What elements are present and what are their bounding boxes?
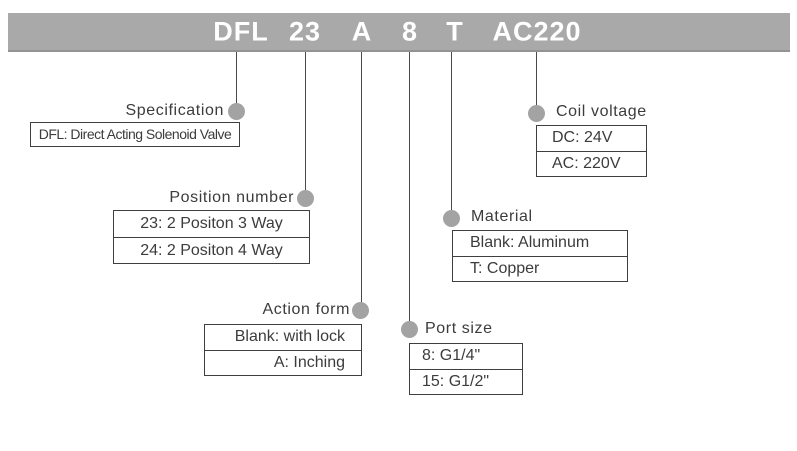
box-material-row: T: Copper xyxy=(453,256,627,281)
box-material: Blank: Aluminum T: Copper xyxy=(452,230,628,282)
box-action-form-row: Blank: with lock xyxy=(234,328,345,345)
connector-line-position-number xyxy=(305,52,306,198)
connector-line-action-form xyxy=(361,52,362,310)
connector-line-coil-voltage xyxy=(536,52,537,113)
label-action-form: Action form xyxy=(262,301,350,318)
code-segment-action: A xyxy=(351,16,373,46)
box-position-number-row: 24: 2 Positon 4 Way xyxy=(114,237,309,263)
box-port-size-row: 8: G1/4" xyxy=(422,347,481,364)
connector-dot-specification xyxy=(228,103,245,120)
box-action-form-row: A: Inching xyxy=(205,350,361,375)
connector-dot-port-size xyxy=(401,321,418,338)
label-coil-voltage: Coil voltage xyxy=(556,103,647,120)
label-port-size: Port size xyxy=(425,320,493,337)
code-segment-position: 23 xyxy=(288,16,322,46)
label-specification: Specification xyxy=(125,102,224,119)
connector-line-port-size xyxy=(409,52,410,329)
code-segment-material: T xyxy=(446,16,464,46)
connector-dot-material xyxy=(443,210,460,227)
box-coil-voltage: DC: 24V AC: 220V xyxy=(536,125,647,177)
box-specification-row: DFL: Direct Acting Solenoid Valve xyxy=(38,126,232,142)
label-material: Material xyxy=(471,208,533,225)
model-code-bar: DFL 23 A 8 T AC220 xyxy=(8,13,790,52)
connector-line-material xyxy=(451,52,452,218)
connector-line-specification xyxy=(236,52,237,111)
box-port-size-row: 15: G1/2" xyxy=(410,369,522,394)
box-position-number-row: 23: 2 Positon 3 Way xyxy=(140,215,283,232)
connector-dot-position-number xyxy=(297,190,314,207)
box-specification: DFL: Direct Acting Solenoid Valve xyxy=(30,122,240,147)
box-coil-voltage-row: DC: 24V xyxy=(552,129,613,146)
label-position-number: Position number xyxy=(169,189,294,206)
code-segment-port: 8 xyxy=(401,16,419,46)
box-material-row: Blank: Aluminum xyxy=(470,234,590,251)
code-segment-coil-voltage: AC220 xyxy=(492,16,582,46)
box-port-size: 8: G1/4" 15: G1/2" xyxy=(409,343,523,395)
code-segment-series: DFL xyxy=(213,16,269,46)
box-coil-voltage-row: AC: 220V xyxy=(537,151,646,176)
box-action-form: Blank: with lock A: Inching xyxy=(204,324,362,376)
box-position-number: 23: 2 Positon 3 Way 24: 2 Positon 4 Way xyxy=(113,210,310,264)
connector-dot-coil-voltage xyxy=(528,105,545,122)
connector-dot-action-form xyxy=(352,302,369,319)
